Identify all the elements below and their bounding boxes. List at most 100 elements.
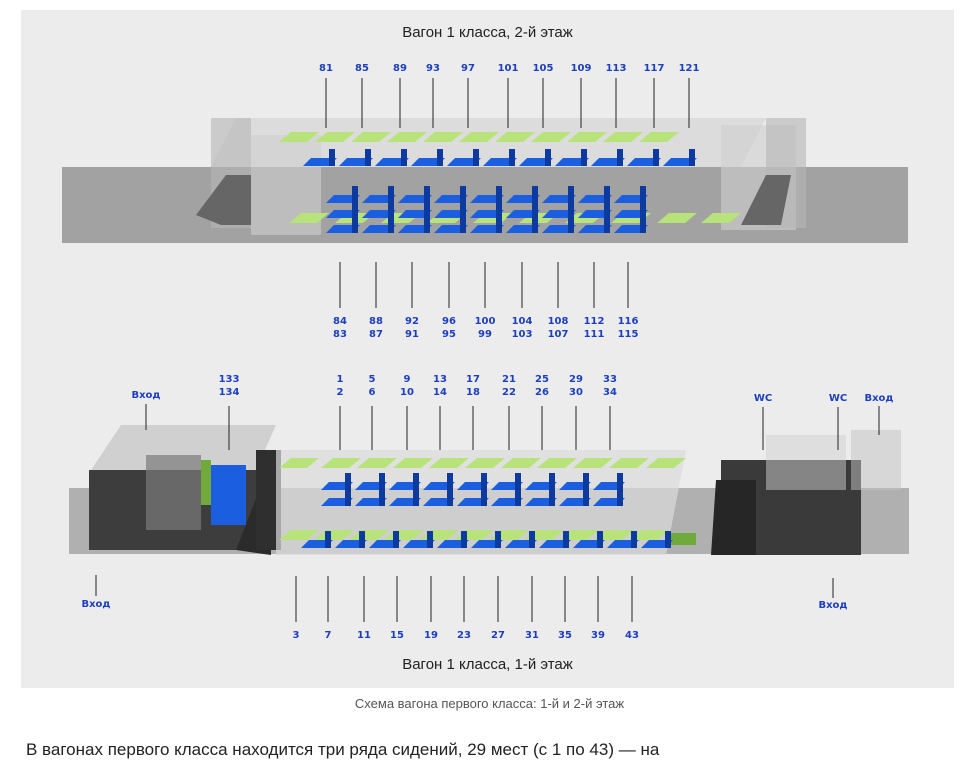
seat-number-label: 39 [591,630,605,641]
seat-back [388,201,394,218]
seat-back [545,149,551,166]
seat-number-label: 22 [502,387,516,398]
seat-cushion [663,158,697,166]
table-top [701,213,741,223]
seat-cushion [398,210,432,218]
seat-number-label: 27 [491,630,505,641]
table-top [465,458,505,468]
seat-number-label: 93 [426,63,440,74]
seat-number-label: 111 [584,329,605,340]
seat-number-label: 21 [502,374,516,385]
seat-back [617,489,623,506]
seat-number-label: 113 [606,63,627,74]
seat-number-label: 121 [679,63,700,74]
upper-deck-title: Вагон 1 класса, 2-й этаж [402,24,573,41]
seat-number-label: 23 [457,630,471,641]
seat-back [496,186,502,203]
seat-cushion [614,195,648,203]
wc-label: WC [754,393,772,404]
seat-number-label: 88 [369,316,383,327]
seat-back [352,186,358,203]
seat-number-label: 116 [618,316,639,327]
seat-cushion [375,158,409,166]
seat-back [532,216,538,233]
seat-cushion [470,210,504,218]
seat-cushion [506,195,540,203]
wc-label: WC [829,393,847,404]
seat-back [473,149,479,166]
seat-number-label: 89 [393,63,407,74]
seat-cushion [591,158,625,166]
table-top [567,132,607,142]
seat-cushion [362,225,396,233]
seat-back [496,216,502,233]
seat-number-label: 108 [548,316,569,327]
seat-back [424,216,430,233]
seat-back [427,531,433,548]
seat-number-label: 83 [333,329,347,340]
seat-cushion [542,210,576,218]
seat-number-label: 13 [433,374,447,385]
table-top [429,458,469,468]
seat-cushion [506,225,540,233]
table-top [629,530,669,540]
seat-number-label: 17 [466,374,480,385]
seat-number-label: 115 [618,329,639,340]
entrance-label: Вход [131,390,160,401]
seat-back [563,531,569,548]
seat-number-label: 18 [466,387,480,398]
seat-cushion [506,210,540,218]
seat-back [379,489,385,506]
seat-number-label: 2 [337,387,344,398]
seat-cushion [542,225,576,233]
seat-back [549,489,555,506]
seat-number-label: 92 [405,316,419,327]
seat-cushion [326,225,360,233]
seat-number-label: 9 [404,374,411,385]
seat-number-label: 34 [603,387,617,398]
table-top [315,132,355,142]
seat-back [597,531,603,548]
seat-cushion [398,225,432,233]
seat-cushion [470,225,504,233]
seat-number-label: 101 [498,63,519,74]
seat-number-label: 30 [569,387,583,398]
seat-number-label: 87 [369,329,383,340]
table-top [423,132,463,142]
seat-cushion [614,225,648,233]
seat-cushion [434,210,468,218]
seat-cushion [627,158,661,166]
seat-cushion [362,195,396,203]
table-top [279,132,319,142]
seat-number-label: 97 [461,63,475,74]
seat-back [401,149,407,166]
seat-back [549,473,555,490]
seat-number-label: 109 [571,63,592,74]
seat-back [345,489,351,506]
seat-back [481,473,487,490]
seat-number-label: 95 [442,329,456,340]
table-top [501,458,541,468]
seat-number-label: 35 [558,630,572,641]
seat-back [583,473,589,490]
seat-back [665,531,671,548]
seat-back [495,531,501,548]
seat-number-label: 15 [390,630,404,641]
seat-cushion [578,225,612,233]
seat-back [460,186,466,203]
table-top [537,458,577,468]
figure-caption: Схема вагона первого класса: 1-й и 2-й э… [354,696,625,711]
seat-cushion [447,158,481,166]
seat-back [325,531,331,548]
lower-deck-tables [279,458,696,545]
entrance-label: Вход [818,600,847,611]
seat-cushion [326,195,360,203]
seat-back [568,201,574,218]
table-top [657,213,697,223]
table-top [459,132,499,142]
table-top [609,458,649,468]
seat-number-label: 43 [625,630,639,641]
table-top [573,458,613,468]
seat-number-label: 104 [512,316,533,327]
